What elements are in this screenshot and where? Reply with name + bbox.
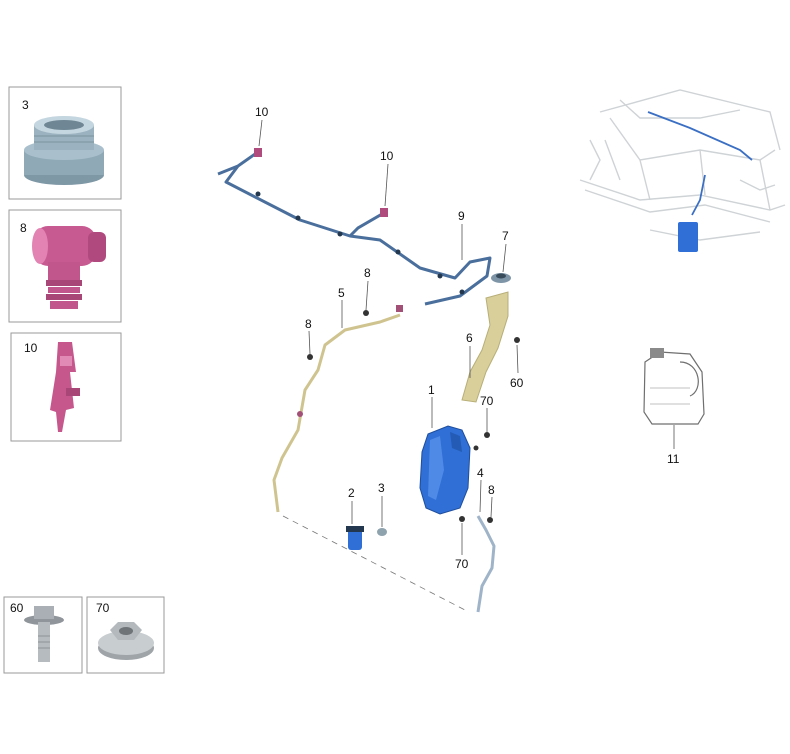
callout-10a: 10 bbox=[255, 105, 269, 119]
seal-part-3[interactable] bbox=[377, 528, 387, 536]
thumbnail-label-3: 3 bbox=[22, 98, 29, 112]
thumbnail-label-60: 60 bbox=[10, 601, 24, 615]
clip-part-10a[interactable] bbox=[254, 148, 262, 157]
callout-labels: 10 10 9 7 5 8 8 6 60 1 70 4 8 2 3 70 11 bbox=[255, 105, 680, 571]
thumbnail-label-70: 70 bbox=[96, 601, 110, 615]
context-reservoir-highlight bbox=[678, 222, 698, 252]
vehicle-context-illustration bbox=[579, 89, 786, 252]
filler-neck-part-6[interactable] bbox=[461, 291, 509, 403]
thumbnail-label-10: 10 bbox=[24, 341, 38, 355]
fastener-dots bbox=[307, 310, 520, 523]
flange-nut-icon bbox=[98, 622, 154, 660]
grommet-connector-icon bbox=[32, 226, 106, 309]
callout-7: 7 bbox=[502, 229, 509, 243]
callout-70b: 70 bbox=[455, 557, 469, 571]
thumbnail-label-8: 8 bbox=[20, 221, 27, 235]
hose-clip-icon bbox=[50, 342, 80, 432]
callout-70a: 70 bbox=[480, 394, 494, 408]
hose-part-4[interactable] bbox=[476, 515, 496, 613]
washer-fluid-canister-part-11[interactable] bbox=[643, 348, 705, 425]
clip-part-10b[interactable] bbox=[380, 208, 388, 217]
bolt-icon bbox=[24, 606, 64, 662]
pump-part-2[interactable] bbox=[346, 526, 364, 550]
callout-9: 9 bbox=[458, 209, 465, 223]
leader-lines bbox=[258, 119, 675, 555]
callout-1: 1 bbox=[428, 383, 435, 397]
callout-5: 5 bbox=[338, 286, 345, 300]
callout-8a: 8 bbox=[364, 266, 371, 280]
thumbnail-part-70[interactable]: 70 bbox=[86, 596, 165, 674]
callout-60: 60 bbox=[510, 376, 524, 390]
callout-4: 4 bbox=[477, 466, 484, 480]
callout-8c: 8 bbox=[488, 483, 495, 497]
thumbnail-part-8[interactable]: 8 bbox=[8, 209, 122, 323]
callout-11: 11 bbox=[667, 452, 680, 466]
bush-seal-icon bbox=[24, 116, 104, 185]
nozzle-part-7[interactable] bbox=[491, 273, 511, 283]
hose-part-9[interactable] bbox=[217, 150, 492, 306]
callout-8b: 8 bbox=[305, 317, 312, 331]
callout-6: 6 bbox=[466, 331, 473, 345]
callout-2: 2 bbox=[348, 486, 355, 500]
reservoir-part-1[interactable] bbox=[419, 425, 471, 515]
hose-part-5[interactable] bbox=[272, 305, 403, 513]
callout-3: 3 bbox=[378, 481, 385, 495]
callout-10b: 10 bbox=[380, 149, 394, 163]
connection-dashed-line bbox=[282, 515, 466, 611]
thumbnail-part-3[interactable]: 3 bbox=[8, 86, 122, 200]
thumbnail-part-10[interactable]: 10 bbox=[10, 332, 122, 442]
thumbnail-part-60[interactable]: 60 bbox=[3, 596, 83, 674]
